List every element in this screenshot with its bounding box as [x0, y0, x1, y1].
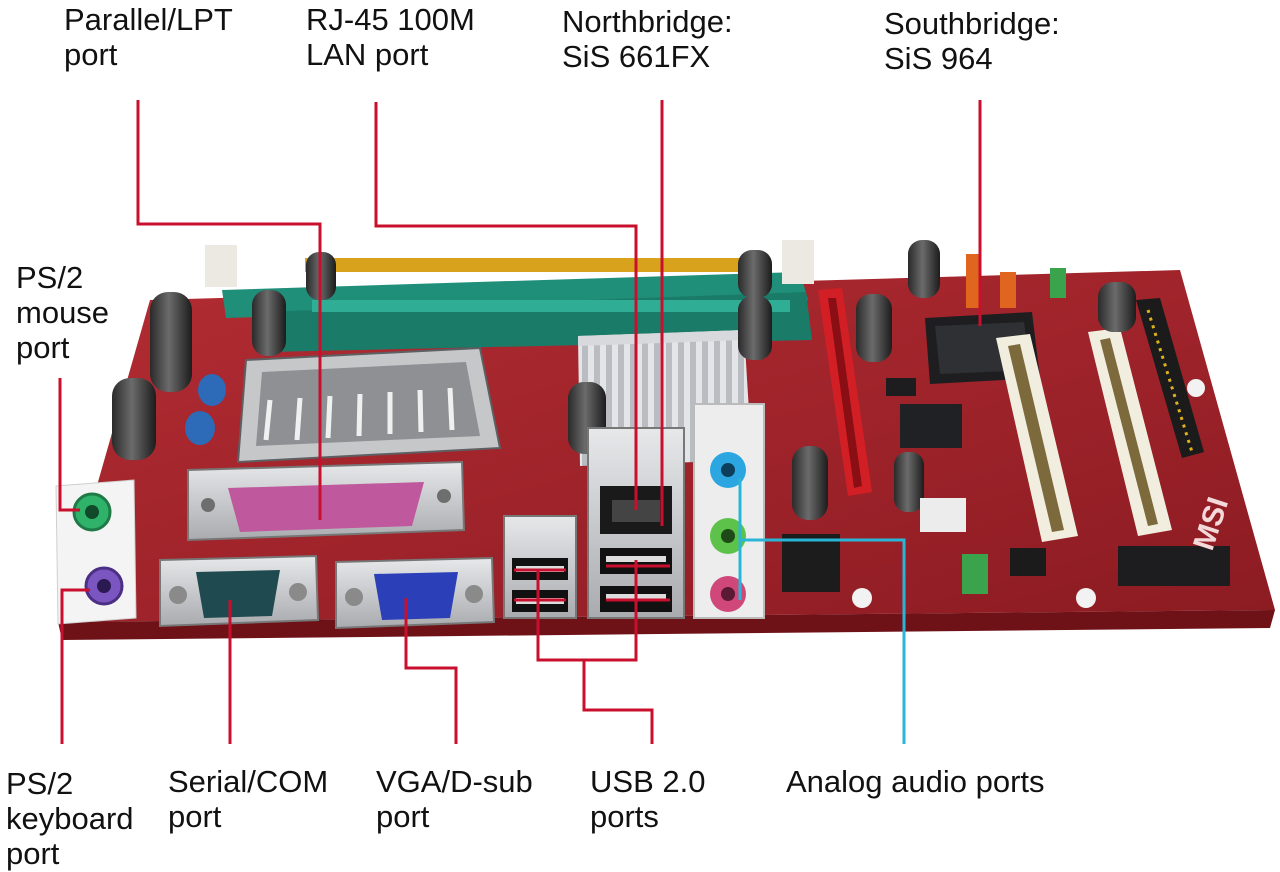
ps2-keyboard-port [84, 566, 124, 606]
audio-jacks [693, 403, 765, 619]
label-vga-line1: VGA/D-sub [376, 764, 533, 799]
ps2-mouse-port [72, 492, 112, 532]
label-parallel-line1: Parallel/LPT [64, 2, 233, 37]
label-parallel-port: Parallel/LPT port [64, 2, 233, 72]
label-ps2-keyboard-line2: keyboard [6, 801, 134, 836]
cpu-socket [236, 346, 502, 464]
leader-ps2-mouse [58, 378, 80, 512]
leader-usb [582, 660, 654, 744]
label-vga-dsub-port: VGA/D-sub port [376, 764, 533, 834]
label-ps2-mouse-line2: mouse [16, 295, 110, 330]
usb-ports-left [503, 515, 577, 619]
label-audio-line1: Analog audio ports [786, 764, 1045, 799]
label-usb-line2: ports [590, 799, 659, 834]
label-ps2-mouse-port: PS/2 mouse port [16, 260, 109, 365]
label-rj45-line1: RJ-45 100M [306, 2, 475, 37]
label-rj45-line2: LAN port [306, 37, 429, 72]
leader-rj45 [374, 102, 638, 510]
label-usb-ports: USB 2.0 ports [590, 764, 705, 834]
vga-port [335, 556, 496, 630]
label-northbridge-line1: Northbridge: [562, 4, 733, 39]
leader-usb-left [536, 560, 638, 662]
label-analog-audio-ports: Analog audio ports [786, 764, 1045, 799]
parallel-port [187, 460, 466, 542]
leader-ps2-keyboard [60, 588, 90, 744]
label-serial-line1: Serial/COM [168, 764, 329, 799]
audio-leader-lines [738, 478, 906, 744]
leader-audio [740, 538, 906, 744]
serial-port [159, 554, 320, 628]
ide-connector [1136, 298, 1204, 458]
label-serial-line2: port [168, 799, 222, 834]
pci-slots [996, 328, 1172, 542]
label-southbridge-line2: SiS 964 [884, 41, 993, 76]
label-vga-line2: port [376, 799, 430, 834]
leader-vga [404, 598, 458, 744]
pcie-slot [818, 288, 872, 496]
label-southbridge-line1: Southbridge: [884, 6, 1060, 41]
label-ps2-keyboard-line3: port [6, 836, 60, 871]
small-components [782, 254, 1230, 608]
label-northbridge-line2: SiS 661FX [562, 39, 711, 74]
label-ps2-mouse-line1: PS/2 [16, 260, 84, 295]
label-ps2-mouse-line3: port [16, 330, 70, 365]
leader-parallel [136, 100, 322, 520]
label-serial-com-port: Serial/COM port [168, 764, 328, 834]
label-ps2-keyboard-port: PS/2 keyboard port [6, 766, 134, 871]
leader-lines [58, 100, 982, 744]
label-usb-line1: USB 2.0 [590, 764, 706, 799]
label-rj45-lan-port: RJ-45 100M LAN port [306, 2, 475, 72]
label-parallel-line2: port [64, 37, 118, 72]
label-northbridge: Northbridge: SiS 661FX [562, 4, 733, 74]
capacitors [112, 240, 1136, 520]
label-ps2-keyboard-line1: PS/2 [6, 766, 74, 801]
label-southbridge: Southbridge: SiS 964 [884, 6, 1060, 76]
